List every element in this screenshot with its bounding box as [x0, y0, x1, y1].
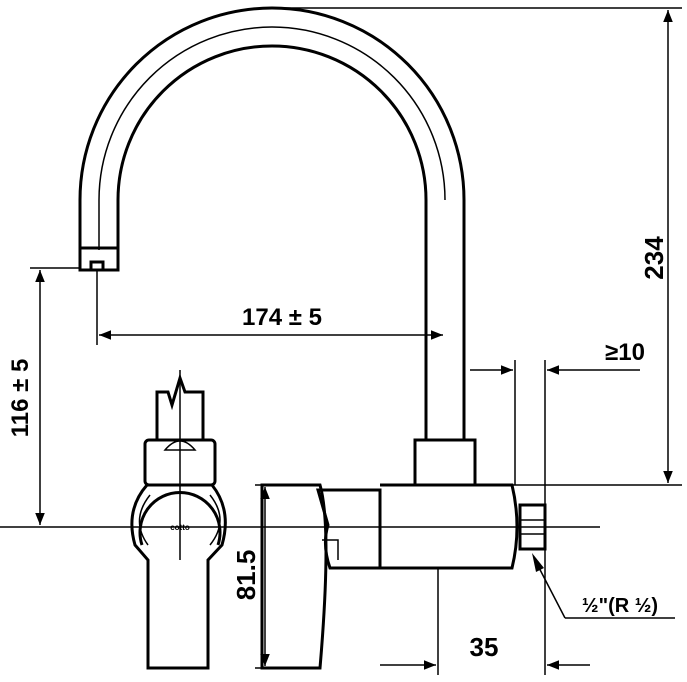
dimension-wall-clearance: ≥10 — [470, 339, 645, 505]
dimension-body-height: 81.5 — [231, 484, 270, 669]
dimension-body-depth: 35 — [380, 549, 590, 675]
dimension-spout-height: 116 ± 5 — [7, 267, 80, 525]
dimension-234-label: 234 — [639, 236, 669, 280]
thread-callout: ½"(R ½) — [532, 553, 675, 619]
dimension-height-total: 234 — [272, 7, 682, 486]
dimension-35-label: 35 — [470, 632, 499, 662]
dimension-spout-reach: 174 ± 5 — [96, 270, 443, 345]
dimension-174-label: 174 ± 5 — [242, 304, 322, 331]
dimension-81-5-label: 81.5 — [231, 550, 261, 601]
faucet-body — [380, 438, 547, 570]
logo-text: cotto — [170, 523, 190, 532]
spout — [78, 6, 466, 440]
dimension-10-label: ≥10 — [605, 339, 645, 366]
dimension-116-label: 116 ± 5 — [7, 359, 34, 438]
handle-lever — [260, 483, 382, 670]
side-view: cotto — [130, 370, 227, 670]
thread-label: ½"(R ½) — [582, 595, 658, 617]
